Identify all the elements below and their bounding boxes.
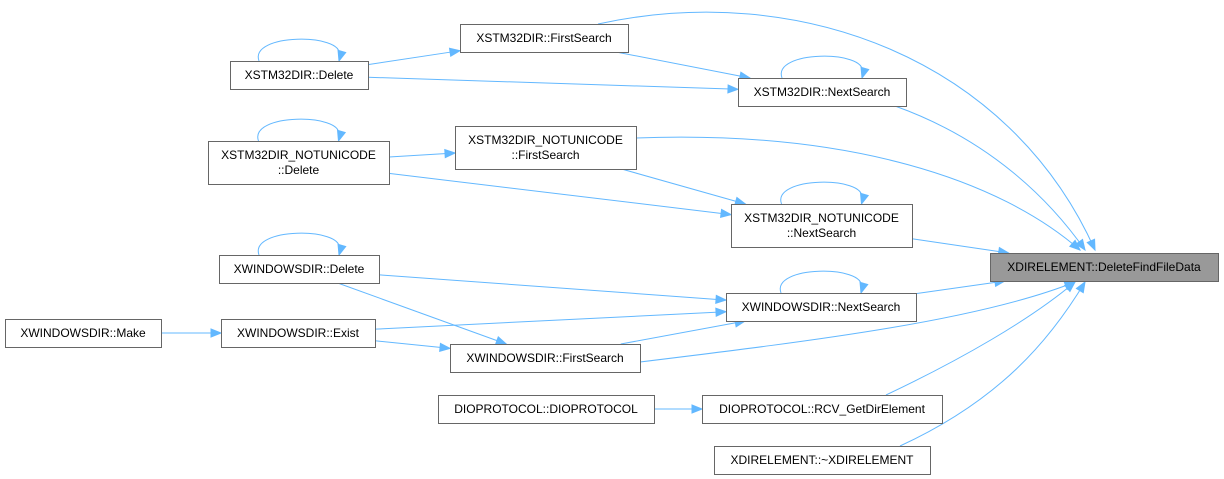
- node-label: ::NextSearch: [787, 226, 856, 240]
- self-loop-stmnu-delete-arrowhead: [336, 129, 347, 143]
- node-root[interactable]: XDIRELEMENT::DeleteFindFileData: [990, 253, 1219, 282]
- node-box[interactable]: [702, 395, 943, 424]
- edge-win-delete-to-win-next-arrowhead: [715, 294, 728, 305]
- self-loop-stmnu-next: [780, 181, 863, 205]
- node-box[interactable]: [460, 24, 629, 53]
- node-label: XSTM32DIR::Delete: [245, 68, 354, 82]
- edges-layer: [161, 11, 1096, 447]
- edge-stmnu-first-to-stmnu-next: [621, 168, 746, 205]
- node-box[interactable]: [738, 78, 907, 107]
- node-label: XDIRELEMENT::~XDIRELEMENT: [730, 453, 914, 467]
- node-win-delete[interactable]: XWINDOWSDIR::Delete: [219, 255, 380, 284]
- node-label: DIOPROTOCOL::DIOPROTOCOL: [454, 402, 638, 416]
- self-loop-stmnu-next-arrowhead: [859, 192, 870, 206]
- edge-stmnu-first-to-root: [635, 136, 1081, 251]
- node-box[interactable]: [455, 126, 637, 170]
- self-loop-stm-delete: [257, 38, 340, 62]
- node-label: XWINDOWSDIR::Make: [20, 326, 146, 340]
- edge-win-next-to-root: [915, 280, 1006, 295]
- node-label: XWINDOWSDIR::NextSearch: [742, 300, 901, 314]
- node-dio-ctor[interactable]: DIOPROTOCOL::DIOPROTOCOL: [438, 395, 655, 424]
- self-loop-win-delete-arrowhead: [337, 243, 347, 257]
- node-label: XWINDOWSDIR::Delete: [234, 262, 365, 276]
- node-stm-next[interactable]: XSTM32DIR::NextSearch: [738, 78, 907, 107]
- edge-stm-first-to-root-arrowhead: [1086, 238, 1096, 252]
- node-win-next[interactable]: XWINDOWSDIR::NextSearch: [726, 293, 917, 322]
- edge-win-first-to-win-next: [620, 320, 746, 345]
- edge-dio-rcv-to-root: [885, 281, 1076, 396]
- edge-win-delete-to-win-next: [378, 274, 727, 301]
- node-box[interactable]: [208, 141, 390, 185]
- node-win-first[interactable]: XWINDOWSDIR::FirstSearch: [450, 344, 641, 373]
- node-box[interactable]: [438, 395, 655, 424]
- node-box[interactable]: [219, 255, 380, 284]
- edge-stmnu-delete-to-stmnu-next: [388, 172, 732, 216]
- node-label: XDIRELEMENT::DeleteFindFileData: [1007, 260, 1201, 274]
- edge-dir-dtor-to-root: [899, 281, 1086, 447]
- node-label: XWINDOWSDIR::FirstSearch: [466, 351, 623, 365]
- edge-win-exist-to-win-first-arrowhead: [439, 342, 452, 353]
- self-loop-stm-next: [780, 55, 863, 79]
- node-box[interactable]: [714, 446, 931, 475]
- edge-stmnu-delete-to-stmnu-first-arrowhead: [444, 148, 457, 159]
- self-loop-stm-delete-arrowhead: [337, 49, 347, 63]
- edge-stm-first-to-root: [597, 11, 1096, 251]
- nodes-layer: XDIRELEMENT::DeleteFindFileData XSTM32DIR…: [5, 24, 1219, 475]
- edge-stm-delete-to-stm-first-arrowhead: [448, 47, 462, 57]
- node-label: XSTM32DIR_NOTUNICODE: [468, 133, 623, 147]
- edge-win-exist-to-win-next: [374, 311, 727, 330]
- node-box[interactable]: [726, 293, 917, 322]
- edge-stm-next-to-root: [894, 105, 1086, 251]
- node-label: DIOPROTOCOL::RCV_GetDirElement: [719, 402, 925, 416]
- node-stm-delete[interactable]: XSTM32DIR::Delete: [230, 61, 369, 90]
- edge-win-delete-to-win-first-arrowhead: [494, 335, 508, 345]
- node-box[interactable]: [990, 253, 1219, 282]
- node-label: XSTM32DIR::NextSearch: [754, 85, 891, 99]
- edge-win-delete-to-win-first: [337, 282, 507, 345]
- node-stm-first[interactable]: XSTM32DIR::FirstSearch: [460, 24, 629, 53]
- node-win-make[interactable]: XWINDOWSDIR::Make: [5, 319, 162, 348]
- edge-stmnu-first-to-stmnu-next-arrowhead: [734, 196, 747, 206]
- edge-dio-ctor-to-dio-rcv-arrowhead: [691, 404, 704, 414]
- node-stmnu-first[interactable]: XSTM32DIR_NOTUNICODE::FirstSearch: [455, 126, 637, 170]
- self-loop-win-next-arrowhead: [859, 281, 869, 295]
- node-box[interactable]: [450, 344, 641, 373]
- node-stmnu-next[interactable]: XSTM32DIR_NOTUNICODE::NextSearch: [731, 204, 913, 248]
- node-box[interactable]: [731, 204, 913, 248]
- self-loop-win-delete: [257, 232, 340, 256]
- edge-stmnu-delete-to-stmnu-next-arrowhead: [720, 208, 733, 219]
- node-label: XSTM32DIR_NOTUNICODE: [221, 148, 376, 162]
- node-stmnu-delete[interactable]: XSTM32DIR_NOTUNICODE::Delete: [208, 141, 390, 185]
- edge-win-exist-to-win-first: [374, 340, 451, 349]
- node-dio-rcv[interactable]: DIOPROTOCOL::RCV_GetDirElement: [702, 395, 943, 424]
- node-win-exist[interactable]: XWINDOWSDIR::Exist: [221, 319, 376, 348]
- edge-stm-delete-to-stm-next-arrowhead: [727, 84, 740, 94]
- self-loop-stm-next-arrowhead: [860, 66, 870, 80]
- node-label: ::FirstSearch: [511, 148, 579, 162]
- edge-stmnu-first-to-root-arrowhead: [1068, 239, 1082, 251]
- node-dir-dtor[interactable]: XDIRELEMENT::~XDIRELEMENT: [714, 446, 931, 475]
- edge-win-exist-to-win-next-arrowhead: [715, 307, 728, 317]
- edge-stmnu-next-to-root: [911, 238, 1009, 254]
- edge-stm-next-to-root-arrowhead: [1075, 238, 1086, 252]
- self-loop-win-next: [779, 270, 862, 294]
- edge-win-first-to-root: [639, 281, 1076, 363]
- edge-dio-rcv-to-root-arrowhead: [1063, 281, 1077, 293]
- edge-dir-dtor-to-root-arrowhead: [1075, 280, 1086, 294]
- edge-stm-delete-to-stm-next: [367, 76, 739, 90]
- node-label: XSTM32DIR_NOTUNICODE: [744, 211, 899, 225]
- node-box[interactable]: [221, 319, 376, 348]
- edge-stm-first-to-stm-next: [615, 51, 751, 79]
- node-label: XSTM32DIR::FirstSearch: [476, 31, 611, 45]
- edge-stm-delete-to-stm-first: [367, 50, 461, 66]
- node-box[interactable]: [5, 319, 162, 348]
- node-label: ::Delete: [278, 163, 320, 177]
- edge-stmnu-delete-to-stmnu-first: [388, 152, 456, 158]
- self-loop-stmnu-delete: [257, 118, 340, 142]
- node-label: XWINDOWSDIR::Exist: [237, 326, 360, 340]
- edge-win-make-to-win-exist-arrowhead: [210, 328, 223, 338]
- node-box[interactable]: [230, 61, 369, 90]
